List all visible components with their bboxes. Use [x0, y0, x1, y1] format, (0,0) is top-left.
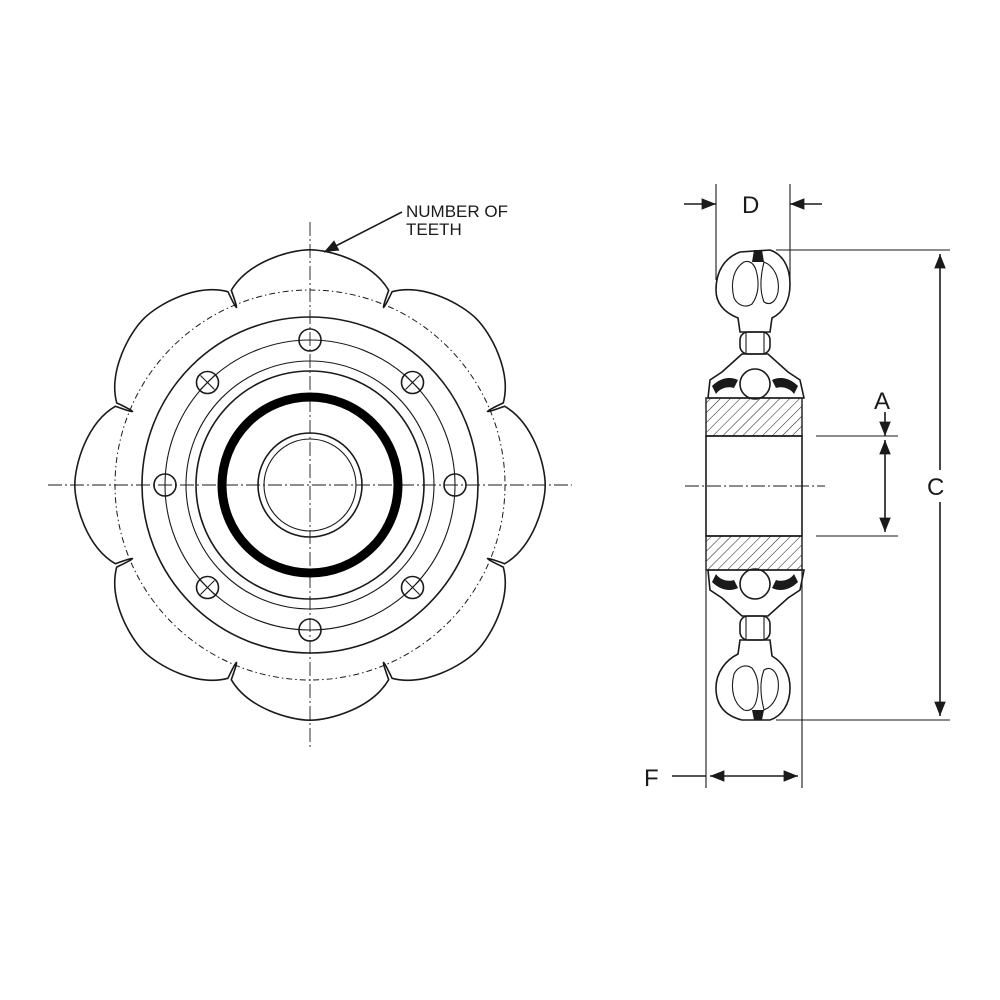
top-tooth-section	[707, 249, 805, 400]
dimension-d: D	[684, 184, 822, 280]
inner-race-bottom	[705, 535, 803, 571]
bolt-holes	[153, 328, 467, 642]
bolt-hole	[195, 575, 220, 600]
bolt-hole	[400, 370, 425, 395]
bearing-outer-race	[217, 392, 403, 578]
pitch-circle	[114, 289, 506, 681]
bolt-hole-cross	[200, 375, 215, 390]
body-outer-ring	[141, 316, 479, 654]
bore-outer-circle	[257, 432, 363, 538]
teeth-label-line1: NUMBER OF	[406, 202, 508, 221]
bolt-hole	[153, 473, 177, 497]
dimension-f: F	[644, 570, 803, 792]
dimension-c-label: C	[927, 474, 944, 501]
teeth-leader-line	[323, 211, 403, 253]
bore-inner-circle	[263, 438, 357, 532]
bottom-tooth-section	[707, 568, 805, 721]
teeth-label-line2: TEETH	[406, 220, 462, 239]
dimension-c: C	[776, 249, 950, 721]
bolt-hole	[443, 473, 467, 497]
bolt-hole-cross	[405, 580, 420, 595]
dimension-f-label: F	[644, 765, 659, 792]
inner-race-top	[705, 397, 803, 437]
sprocket-front-view: NUMBER OF TEETH	[48, 202, 572, 748]
sprocket-side-section-view: D A C F	[644, 184, 950, 792]
dimension-d-label: D	[742, 192, 759, 219]
dimension-a-label: A	[874, 388, 890, 415]
bolt-hole	[400, 575, 425, 600]
bolt-hole-cross	[405, 375, 420, 390]
bolt-hole	[298, 618, 322, 642]
bolt-hole	[298, 328, 322, 352]
flange-inner-ring	[195, 370, 425, 600]
bolt-hole	[195, 370, 220, 395]
flange-ring	[185, 360, 435, 610]
bolt-hole-cross	[200, 580, 215, 595]
sprocket-tooth-outline	[73, 248, 547, 722]
bolt-circle-ring	[164, 339, 456, 631]
dimension-a: A	[816, 388, 898, 537]
